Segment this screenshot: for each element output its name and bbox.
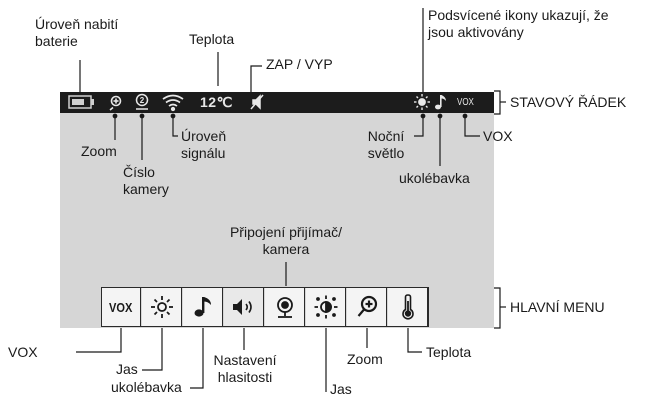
vox-icon: VOX	[108, 299, 133, 315]
label-vox-top: VOX	[483, 128, 513, 144]
menu-item-brightness[interactable]	[142, 287, 182, 327]
label-temperature-bottom: Teplota	[426, 344, 472, 360]
zoom-icon	[357, 295, 377, 317]
signal-icon	[162, 94, 184, 112]
camera-icon	[276, 297, 293, 318]
label-lullaby-top: ukolébavka	[399, 170, 470, 186]
label-main-menu: HLAVNÍ MENU	[510, 299, 605, 315]
label-lullaby-bottom: ukolébavka	[111, 379, 182, 395]
temperature-value: 12℃	[200, 94, 233, 110]
menu-item-lullaby[interactable]	[183, 287, 223, 327]
label-temperature: Teplota	[189, 31, 235, 47]
label-zoom-bottom: Zoom	[347, 351, 383, 367]
thermometer-icon	[401, 294, 414, 320]
menu-item-brightness-2[interactable]	[306, 287, 346, 327]
menu-item-temperature[interactable]	[388, 287, 428, 327]
label-status-bar: STAVOVÝ ŘÁDEK	[510, 94, 627, 110]
speaker-icon	[232, 299, 252, 315]
label-vox-bottom: VOX	[8, 344, 38, 360]
vox-status-badge: VOX	[457, 97, 474, 108]
brightness-icon	[314, 295, 337, 319]
sun-icon	[150, 296, 173, 318]
zoom-status-icon	[109, 95, 122, 111]
menu-item-zoom[interactable]	[347, 287, 387, 327]
mute-icon	[250, 94, 264, 110]
label-on-off: ZAP / VYP	[266, 56, 333, 72]
label-brightness-1: Jas	[116, 361, 138, 377]
night-light-icon	[414, 94, 430, 110]
camera-number-icon: 2	[135, 93, 149, 110]
menu-item-camera[interactable]	[265, 287, 305, 327]
status-bar: 2	[60, 92, 494, 113]
svg-text:2: 2	[140, 96, 145, 105]
battery-icon	[68, 95, 94, 109]
label-connection: Připojení přijímač/kamera	[229, 224, 343, 257]
menu-item-vox[interactable]: VOX	[101, 287, 141, 327]
label-zoom-top: Zoom	[81, 143, 117, 159]
music-note-icon	[194, 297, 211, 317]
menu-item-volume[interactable]	[224, 287, 264, 327]
lullaby-status-icon	[435, 95, 446, 110]
label-brightness-2: Jas	[330, 381, 352, 397]
